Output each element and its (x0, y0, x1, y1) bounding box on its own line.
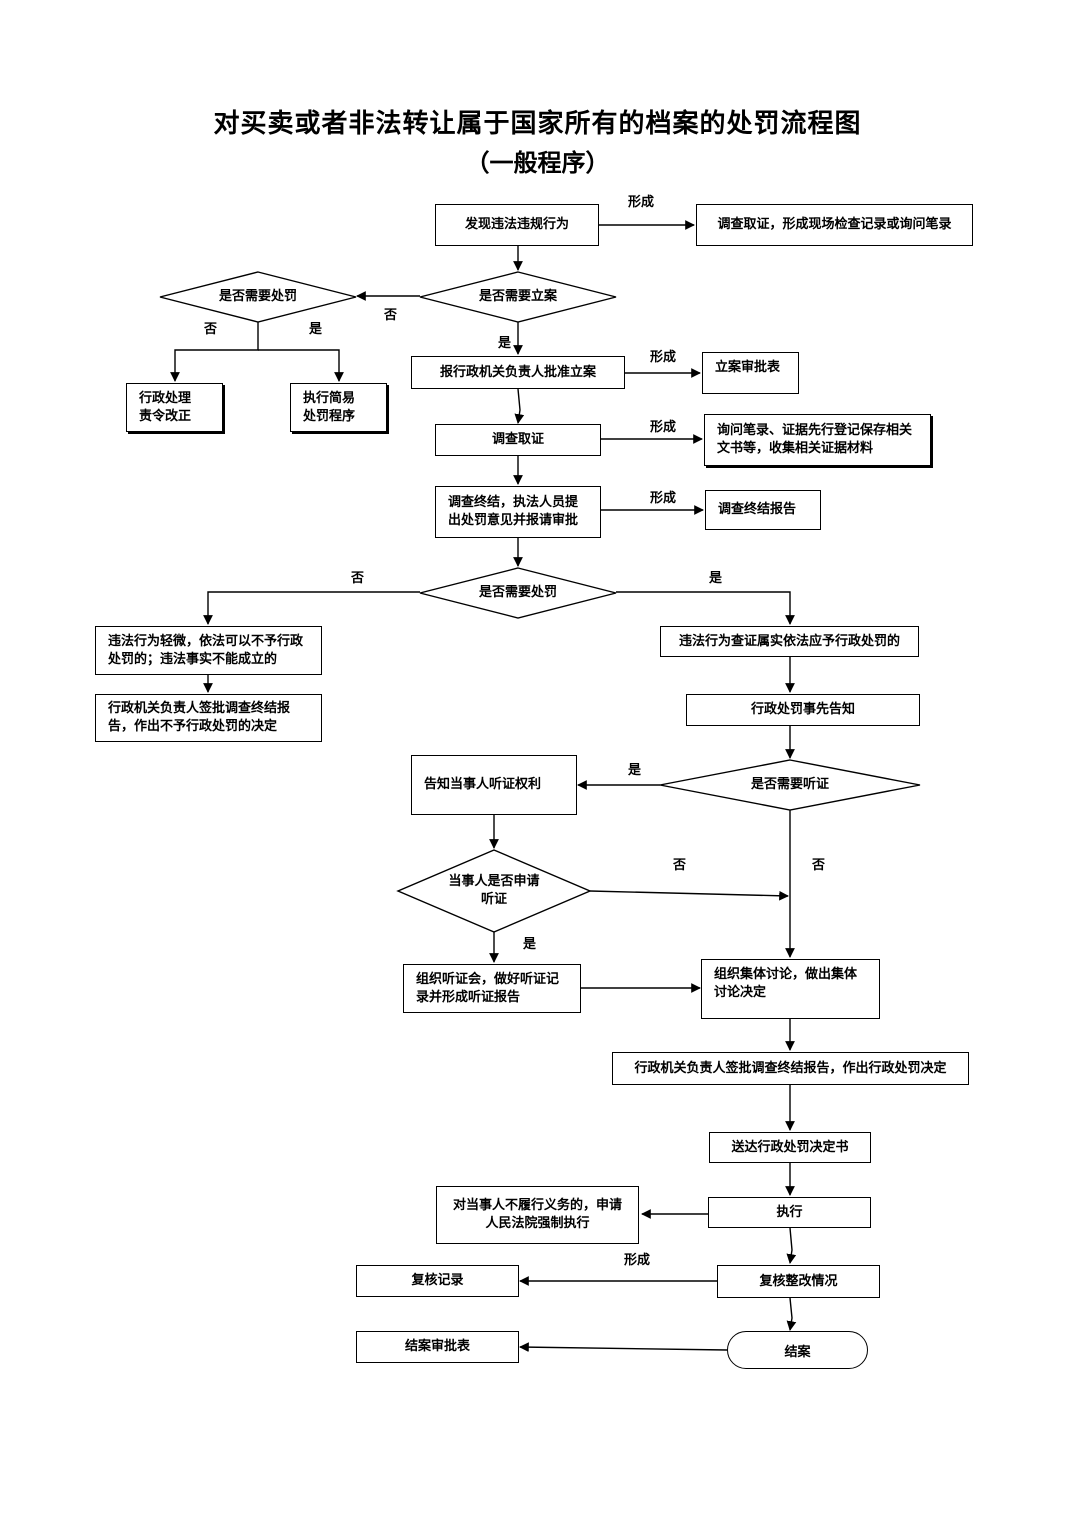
edge-label-no: 否 (204, 322, 218, 337)
label-need-punish-1: 是否需要处罚 (218, 289, 297, 304)
node-inquiry-docs: 询问笔录、证据先行登记保存相关文书等，收集相关证据材料 (704, 414, 931, 466)
edge-label-form: 形成 (628, 195, 655, 210)
label-need-case: 是否需要立案 (478, 289, 557, 304)
page-title: 对买卖或者非法转让属于国家所有的档案的处罚流程图 (213, 109, 862, 139)
node-investigate: 调查取证 (435, 424, 601, 456)
node-simple-procedure: 执行简易 处罚程序 (290, 383, 387, 432)
node-close-form: 结案审批表 (356, 1331, 519, 1363)
edge-label-yes: 是 (709, 571, 723, 586)
edge-label-no: 否 (351, 571, 365, 586)
edge-label-form: 形成 (650, 350, 677, 365)
edge-label-yes: 是 (628, 763, 642, 778)
node-investigate-evidence: 调查取证，形成现场检查记录或询问笔录 (696, 204, 973, 246)
node-verified-violation: 违法行为查证属实依法应予行政处罚的 (660, 626, 919, 657)
label-need-punish-2: 是否需要处罚 (478, 585, 557, 600)
node-notify-hearing-right: 告知当事人听证权利 (411, 755, 577, 815)
arrows (170, 220, 797, 1353)
node-review: 复核整改情况 (717, 1265, 880, 1298)
edge-label-no: 否 (673, 858, 687, 873)
edge-label-yes: 是 (523, 937, 537, 952)
node-enforce: 执行 (708, 1197, 871, 1228)
decision-need-punish-2 (419, 567, 617, 619)
label-party-apply-hearing: 当事人是否申请听证 (448, 874, 540, 907)
node-end-report: 调查终结报告 (705, 490, 821, 530)
node-report-approve: 报行政机关负责人批准立案 (411, 356, 625, 389)
edge-label-no: 否 (384, 308, 398, 323)
node-punish-decision: 行政机关负责人签批调查终结报告，作出行政处罚决定 (612, 1052, 969, 1085)
node-prior-notice: 行政处罚事先告知 (686, 694, 920, 726)
edge-label-no: 否 (812, 858, 826, 873)
edge-label-form: 形成 (650, 491, 677, 506)
node-court-enforce: 对当事人不履行义务的，申请人民法院强制执行 (436, 1186, 639, 1244)
node-deliver-decision: 送达行政处罚决定书 (709, 1132, 871, 1163)
page-subtitle: （一般程序） (465, 149, 610, 177)
node-case-form: 立案审批表 (702, 352, 799, 394)
node-review-record: 复核记录 (356, 1265, 519, 1297)
edge-label-yes: 是 (498, 336, 512, 351)
node-discover: 发现违法违规行为 (435, 204, 599, 246)
label-need-hearing: 是否需要听证 (750, 777, 829, 792)
node-no-punish-decision: 行政机关负责人签批调查终结报告，作出不予行政处罚的决定 (95, 694, 322, 742)
node-collective-discussion: 组织集体讨论，做出集体讨论决定 (701, 959, 880, 1019)
edge-label-form: 形成 (650, 420, 677, 435)
node-close-case: 结案 (727, 1331, 868, 1369)
node-investigation-end: 调查终结，执法人员提出处罚意见并报请审批 (435, 486, 601, 538)
node-minor-violation: 违法行为轻微，依法可以不予行政处罚的；违法事实不能成立的 (95, 626, 322, 675)
node-admin-correct: 行政处理 责令改正 (126, 383, 223, 432)
node-organize-hearing: 组织听证会，做好听证记录并形成听证报告 (403, 964, 581, 1013)
edge-label-yes: 是 (309, 322, 323, 337)
edge-label-form: 形成 (624, 1253, 651, 1268)
